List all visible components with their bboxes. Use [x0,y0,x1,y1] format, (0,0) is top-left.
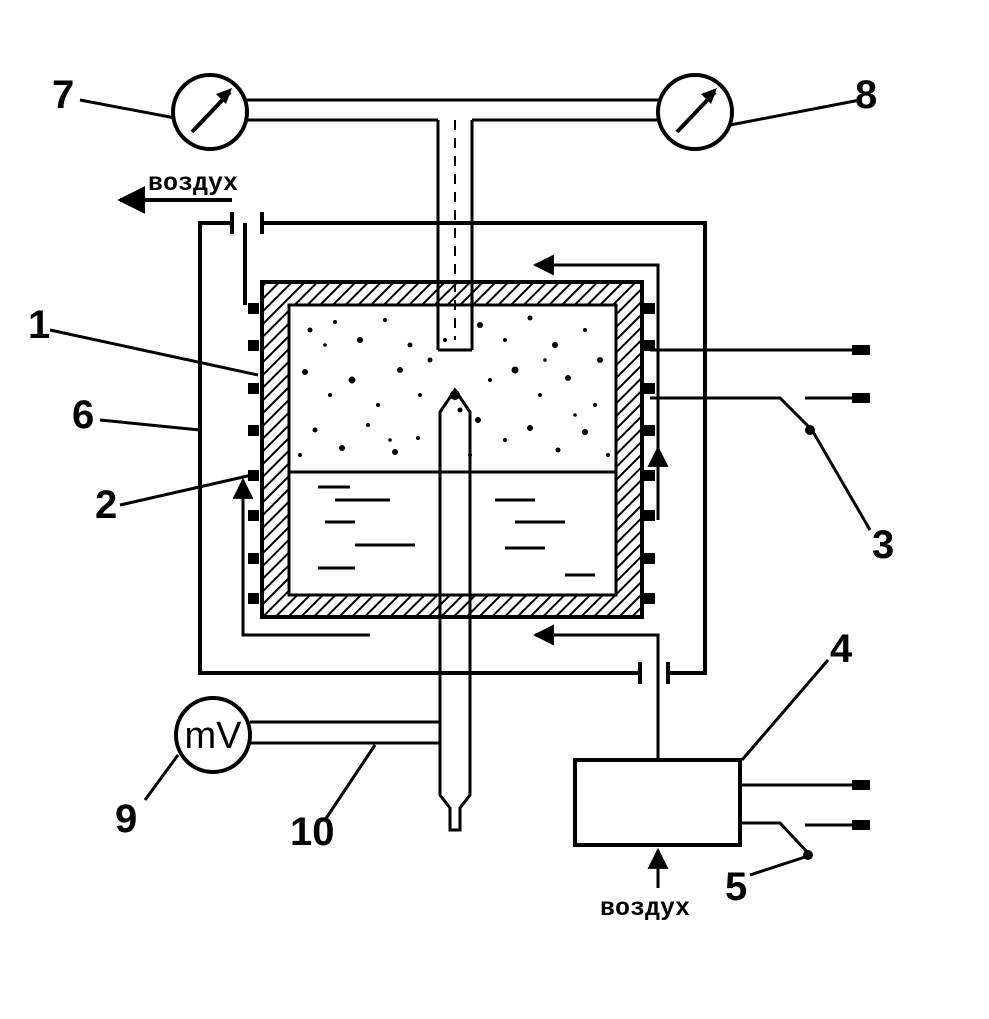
air-outlet [117,186,247,305]
callout-7: 7 [52,73,74,117]
callout-9: 9 [115,797,137,841]
thermocouple-wires [250,720,440,745]
outer-casing [198,212,707,684]
millivoltmeter-label: mV [185,715,243,757]
heater-leads [650,345,870,435]
leader-lines [49,98,872,877]
air-inlet-label: воздух [600,894,690,923]
heating-element-right [644,303,655,604]
blower-unit [573,758,870,888]
callout-5: 5 [725,865,747,909]
callout-1: 1 [28,303,50,347]
callout-8: 8 [855,73,877,117]
liquid-layer [318,485,595,577]
callout-4: 4 [830,627,853,671]
air-circulation [232,254,669,760]
pressure-tube [245,98,662,352]
gauge-left [171,73,249,151]
callout-3: 3 [872,523,894,567]
air-outlet-label: воздух [148,169,238,198]
callout-2: 2 [95,483,117,527]
callout-numbers: 7 8 1 6 2 3 4 5 9 10 [28,73,894,909]
callout-10: 10 [290,810,335,854]
gauge-right [656,73,734,151]
granular-layer [298,315,610,457]
heating-element-left [248,303,259,604]
millivoltmeter: mV [174,696,252,774]
callout-6: 6 [72,393,94,437]
thermocouple-probe [438,387,472,832]
